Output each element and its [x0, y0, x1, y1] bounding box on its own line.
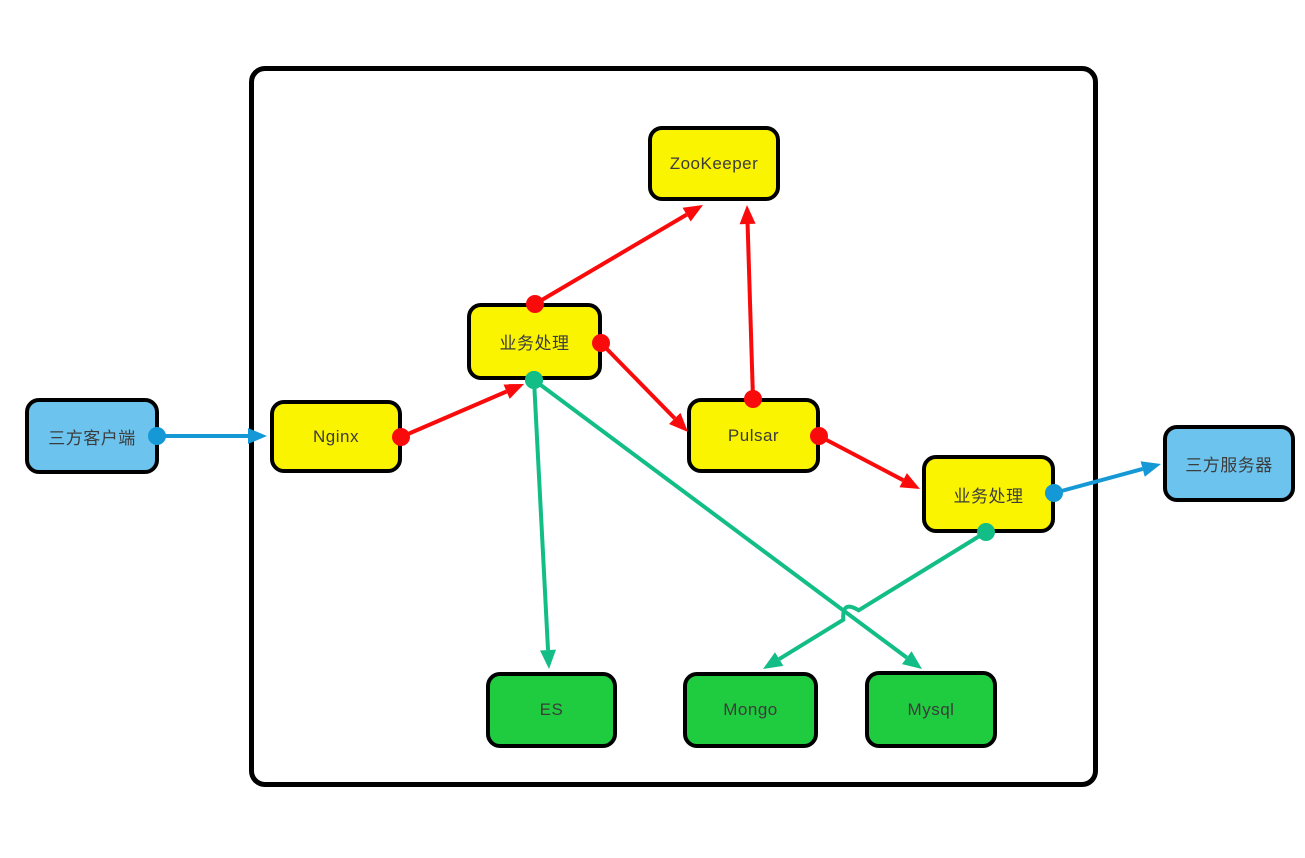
node-label-third-party-server: 三方服务器: [1185, 456, 1273, 475]
node-nginx: Nginx: [270, 400, 402, 473]
node-biz-process-2: 业务处理: [922, 455, 1055, 533]
system-boundary-box: [249, 66, 1098, 787]
node-third-party-server: 三方服务器: [1163, 425, 1295, 502]
node-label-mongo: Mongo: [723, 700, 778, 719]
arrowhead-icon: [1140, 461, 1161, 477]
node-label-biz-process-2: 业务处理: [953, 486, 1024, 506]
node-biz-process-1: 业务处理: [467, 303, 602, 380]
node-label-pulsar: Pulsar: [727, 425, 780, 445]
node-label-biz-process-1: 业务处理: [499, 334, 570, 353]
node-mysql: Mysql: [865, 671, 997, 748]
node-pulsar: Pulsar: [687, 398, 820, 473]
node-label-zookeeper: ZooKeeper: [669, 153, 759, 173]
node-mongo: Mongo: [683, 672, 818, 748]
node-es: ES: [486, 672, 617, 748]
node-zookeeper: ZooKeeper: [648, 126, 780, 201]
node-label-es: ES: [539, 700, 564, 719]
node-label-third-party-client: 三方客户端: [48, 428, 136, 448]
node-third-party-client: 三方客户端: [25, 398, 159, 474]
node-label-mysql: Mysql: [907, 699, 955, 719]
node-label-nginx: Nginx: [313, 426, 359, 446]
